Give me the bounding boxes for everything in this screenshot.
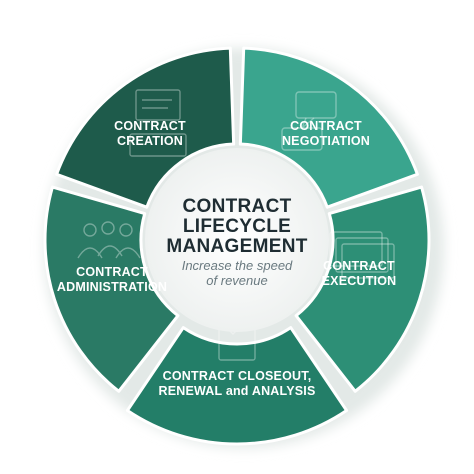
center-hub: CONTRACT LIFECYCLE MANAGEMENT Increase t… xyxy=(145,148,329,332)
segment-closeout xyxy=(125,326,349,446)
segment-closeout-label-line-1: CONTRACT CLOSEOUT, xyxy=(163,369,312,383)
center-subtitle-line-2: of revenue xyxy=(206,273,267,288)
document-desk-icon xyxy=(129,89,187,157)
document-stack-icon xyxy=(329,231,395,279)
segment-execution xyxy=(294,185,431,393)
segment-labels: CONTRACTCREATIONCONTRACTNEGOTIATIONCONTR… xyxy=(57,119,396,398)
segment-negotiation-label-line-1: CONTRACT xyxy=(290,119,362,133)
segment-creation xyxy=(55,46,236,209)
center-title-line-3: MANAGEMENT xyxy=(166,236,307,257)
segment-closeout-label-line-2: RENEWAL and ANALYSIS xyxy=(158,384,315,398)
center-title-line-2: LIFECYCLE xyxy=(183,216,291,237)
segment-administration-label-line-1: CONTRACT xyxy=(76,265,148,279)
center-title-line-1: CONTRACT xyxy=(183,196,292,217)
segment-execution-label-line-1: CONTRACT xyxy=(323,259,395,273)
segment-creation-label-line-1: CONTRACT xyxy=(114,119,186,133)
people-group-icon xyxy=(77,221,141,259)
speech-bubble-icon xyxy=(281,91,337,151)
segment-creation-label-line-2: CREATION xyxy=(117,134,183,148)
segment-negotiation xyxy=(238,46,419,209)
segment-administration xyxy=(43,185,180,393)
segment-administration-label-line-2: ADMINISTRATION xyxy=(57,280,167,294)
segments-group xyxy=(43,46,431,446)
center-disc xyxy=(145,148,329,332)
center-subtitle-line-1: Increase the speed xyxy=(182,258,293,273)
segment-negotiation-label-line-2: NEGOTIATION xyxy=(282,134,370,148)
segment-execution-label-line-2: EXECUTION xyxy=(322,274,397,288)
